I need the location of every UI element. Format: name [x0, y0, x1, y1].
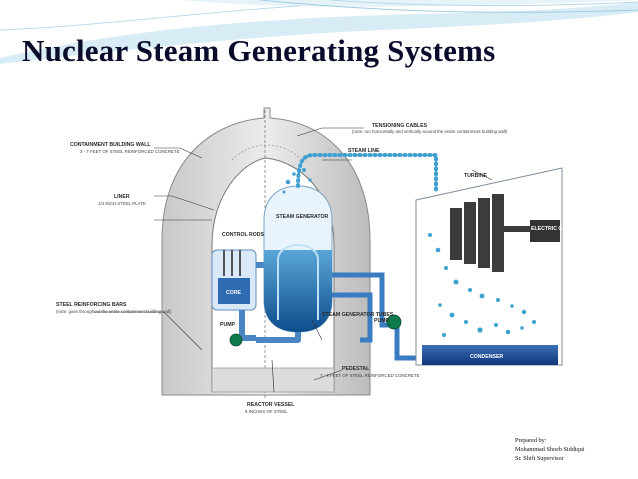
label-steel-bars-note: (note: goes throughout the entire contai… [56, 309, 172, 314]
label-containment-wall-sub: 3 - 7 FEET OF STEEL REINFORCED CONCRETE [80, 149, 180, 154]
label-control-rods: CONTROL RODS [222, 232, 265, 238]
label-containment-wall: CONTAINMENT BUILDING WALL [70, 142, 151, 148]
credit-line: Mohammad Shoeb Siddiqui [515, 446, 585, 453]
label-sg-tubes: STEAM GENERATOR TUBES [322, 312, 394, 318]
label-liner-sub: 1/4 INCH STEEL PLATE [98, 201, 146, 206]
header-wave-decoration [0, 0, 638, 64]
slide-title: Nuclear Steam Generating Systems [22, 33, 496, 68]
steam-line [282, 153, 438, 194]
label-turbine: TURBINE [464, 173, 488, 179]
label-core: CORE [226, 290, 242, 296]
electric-generator-box [530, 220, 560, 242]
steam-generator [263, 185, 333, 333]
label-steel-bars: STEEL REINFORCING BARS [56, 302, 127, 308]
label-liner: LINER [114, 194, 130, 200]
label-reactor-vessel-sub: 8 INCHES OF STEEL [245, 409, 288, 414]
credit-line: Prepared by: [515, 437, 547, 444]
label-condenser: CONDENSER [470, 354, 503, 360]
turbine-hall [415, 167, 563, 366]
label-pedestal: PEDESTAL [342, 366, 370, 372]
label-tensioning-cables: TENSIONING CABLES [372, 123, 428, 129]
reactor-vessel [211, 249, 257, 311]
label-steam-generator: STEAM GENERATOR [276, 214, 329, 220]
label-pump-right: PUMP [374, 318, 390, 324]
nuclear-plant-diagram: CONTAINMENT BUILDING WALL 3 - 7 FEET OF … [52, 100, 608, 425]
leader-lines [94, 127, 493, 393]
credit-line: Sr. Shift Supervisor [515, 455, 564, 462]
label-tensioning-cables-note: (note: run horizontally and vertically a… [352, 129, 508, 134]
pump-right-icon [386, 314, 402, 330]
label-pump-left: PUMP [220, 322, 236, 328]
label-pedestal-sub: 7 - 9 FEET OF STEEL REINFORCED CONCRETE [320, 373, 420, 378]
label-steam-line: STEAM LINE [348, 148, 380, 154]
label-electric-generator: ELECTRIC GENERATOR [531, 226, 591, 232]
label-reactor-vessel: REACTOR VESSEL [247, 402, 295, 408]
condenser-pool [422, 345, 558, 365]
credits: Prepared by: Mohammad Shoeb Siddiqui Sr.… [515, 436, 584, 463]
pump-left-icon [229, 333, 243, 347]
